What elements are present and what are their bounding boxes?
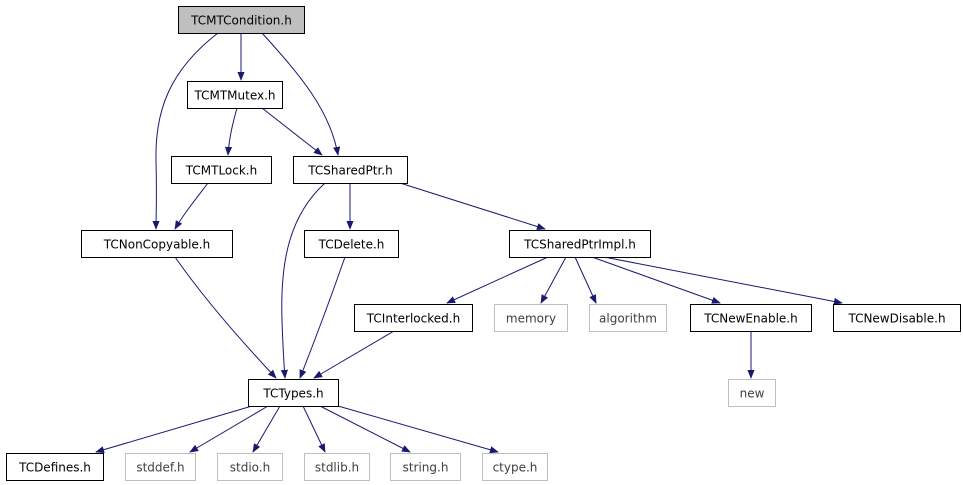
node-tcnewdisable[interactable]: TCNewDisable.h [833,304,961,332]
node-box [494,304,568,332]
node-label: TCMTCondition.h [190,14,292,28]
node-box [589,304,667,332]
node-tctypes[interactable]: TCTypes.h [248,379,339,407]
edges-layer [95,32,843,454]
node-label: TCDelete.h [318,238,385,252]
node-box [509,230,651,258]
node-tcnewenable[interactable]: TCNewEnable.h [690,304,812,332]
node-stdio: stdio.h [217,453,283,481]
node-label: TCNewDisable.h [847,312,945,326]
edge-tcmtmutex-to-tcsharedptr [261,107,323,156]
node-box [248,379,339,407]
node-string: string.h [390,453,461,481]
node-label: ctype.h [493,461,538,475]
node-box [728,379,776,407]
node-box [482,453,548,481]
edge-tctypes-to-stdio [252,405,281,453]
node-box [6,453,104,481]
node-tcinterlocked[interactable]: TCInterlocked.h [354,304,473,332]
node-box [171,156,272,184]
node-label: TCTypes.h [262,387,323,401]
node-box [125,453,196,481]
node-ctype: ctype.h [482,453,548,481]
edge-tcinterlocked-to-tctypes [313,330,395,379]
node-tcmtcondition[interactable]: TCMTCondition.h [178,6,305,34]
node-tcsharedptrimpl[interactable]: TCSharedPtrImpl.h [509,230,651,258]
node-label: algorithm [599,312,657,326]
edge-tctypes-to-stddef [189,405,269,453]
node-label: TCSharedPtrImpl.h [523,238,636,252]
node-box [390,453,461,481]
edge-tctypes-to-tcdefines [95,405,253,454]
edge-tctypes-to-stdlib [302,405,326,453]
node-label: TCSharedPtr.h [307,164,392,178]
node-label: TCDefines.h [18,461,91,475]
node-tcdefines[interactable]: TCDefines.h [6,453,104,481]
node-algorithm: algorithm [589,304,667,332]
node-label: TCNewEnable.h [703,312,797,326]
node-label: stdlib.h [315,461,359,475]
node-box [187,81,283,109]
edge-tcsharedptr-to-tctypes [280,182,326,379]
node-label: new [740,387,765,401]
node-new: new [728,379,776,407]
node-label: TCMTLock.h [185,164,257,178]
node-label: TCNonCopyable.h [103,238,210,252]
node-box [354,304,473,332]
node-tcsharedptr[interactable]: TCSharedPtr.h [293,156,408,184]
edge-tcmtlock-to-tcnoncopyable [174,182,209,230]
edge-tcmtcondition-to-tcsharedptr [261,32,341,156]
edge-tcnoncopyable-to-tctypes [174,256,277,379]
node-label: stddef.h [136,461,184,475]
node-memory: memory [494,304,568,332]
edge-tcmtcondition-to-tcnoncopyable [152,32,219,230]
node-label: string.h [403,461,449,475]
node-box [304,453,370,481]
node-box [304,230,399,258]
edge-tcsharedptrimpl-to-tcinterlocked [446,256,549,304]
node-tcdelete[interactable]: TCDelete.h [304,230,399,258]
node-label: memory [506,312,556,326]
node-tcmtmutex[interactable]: TCMTMutex.h [187,81,283,109]
edge-tcsharedptrimpl-to-tcnewdisable [603,256,843,305]
node-label: stdio.h [230,461,270,475]
node-label: TCInterlocked.h [366,312,460,326]
node-box [293,156,408,184]
node-box [217,453,283,481]
node-box [178,6,305,34]
edge-tcsharedptr-to-tcsharedptrimpl [399,182,546,230]
edge-tcdelete-to-tctypes [299,256,346,379]
edge-tcsharedptrimpl-to-algorithm [574,256,597,304]
node-stddef: stddef.h [125,453,196,481]
node-tcmtlock[interactable]: TCMTLock.h [171,156,272,184]
node-box [690,304,812,332]
node-box [833,304,961,332]
edge-tctypes-to-ctype [337,405,499,454]
node-tcnoncopyable[interactable]: TCNonCopyable.h [81,230,233,258]
edge-tcsharedptrimpl-to-tcnewenable [591,256,721,304]
node-box [81,230,233,258]
node-label: TCMTMutex.h [193,89,275,103]
edge-tcsharedptrimpl-to-memory [540,256,567,304]
node-stdlib: stdlib.h [304,453,370,481]
edge-tcmtmutex-to-tcmtlock [224,107,238,156]
edge-tctypes-to-string [319,405,411,453]
